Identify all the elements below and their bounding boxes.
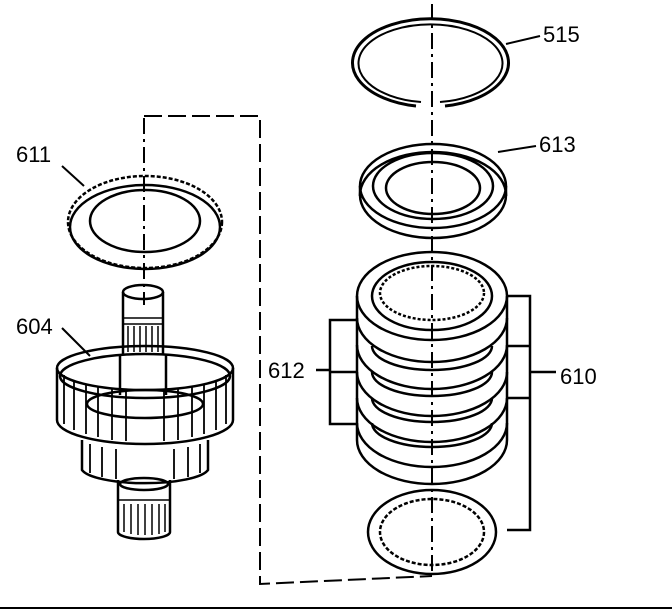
leader-611 (61, 165, 85, 187)
leader-613 (497, 145, 537, 153)
callout-515: 515 (543, 22, 580, 47)
clutch-pack-stack (355, 250, 509, 576)
callout-610: 610 (560, 364, 597, 389)
callout-612: 612 (268, 358, 305, 383)
snap-ring-515 (351, 17, 510, 108)
leader-604 (61, 327, 91, 357)
shaft-assembly-604 (55, 283, 235, 541)
backing-plate-613 (358, 142, 508, 240)
callout-604: 604 (16, 314, 53, 339)
callout-611: 611 (16, 142, 51, 167)
leader-515 (505, 35, 541, 45)
centerlines (143, 4, 433, 574)
assembly-path (144, 115, 433, 586)
bracket-612 (316, 318, 357, 426)
clutch-plate-bottom (366, 488, 498, 576)
callout-613: 613 (539, 132, 576, 157)
friction-disc-611 (66, 174, 224, 271)
bracket-610 (507, 294, 556, 532)
